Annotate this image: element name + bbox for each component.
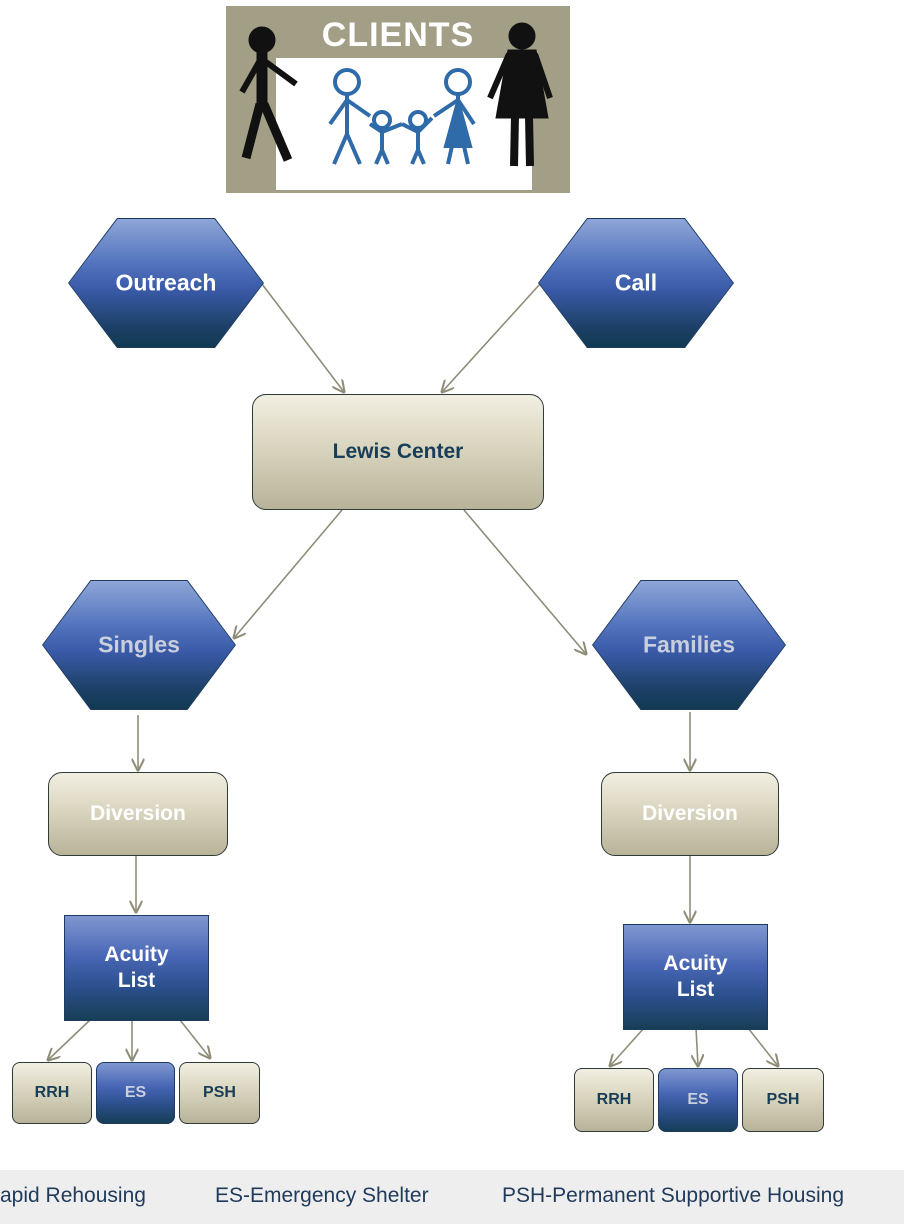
man-figure-icon [239,26,298,162]
outreach-label: Outreach [115,269,217,296]
family-figures-illustration [239,22,553,167]
arrow-acuity-to-psh-right [747,1027,778,1066]
rrh-left-label: RRH [34,1084,70,1101]
lewis-center-label: Lewis Center [332,440,464,463]
legend-psh: PSH-Permanent Supportive Housing [502,1184,845,1207]
arrow-outreach-to-lewis [261,283,344,392]
call-label: Call [614,269,658,296]
es-left-label: ES [124,1084,147,1101]
psh-right-node: PSH [742,1068,824,1132]
arrow-acuity-to-psh-left [179,1019,210,1058]
singles-label: Singles [98,631,180,658]
legend-es: ES-Emergency Shelter [215,1184,429,1207]
psh-left-label: PSH [203,1084,236,1101]
arrow-call-to-lewis [442,283,541,392]
acuity-left-line-2: List [117,969,156,992]
call-node: Call [538,218,734,348]
families-label: Families [642,631,736,658]
blue-family-icon [328,68,476,165]
legend-bar: apid Rehousing ES-Emergency Shelter PSH-… [0,1170,904,1224]
acuity-left-line-1: Acuity [104,943,169,966]
diversion-right-label: Diversion [642,802,738,825]
psh-left-node: PSH [179,1062,260,1124]
arrow-lewis-to-singles [234,509,343,638]
es-right-label: ES [687,1091,709,1108]
clients-title: CLIENTS [321,16,475,54]
arrow-lewis-to-families [463,509,586,654]
es-right-node: ES [658,1068,738,1132]
acuity-right-line-2: List [676,978,715,1001]
clients-banner: CLIENTS [226,6,570,193]
woman-figure-icon [487,22,553,167]
rrh-left-node: RRH [12,1062,92,1124]
arrow-acuity-to-rrh-right [610,1027,645,1066]
es-left-node: ES [96,1062,175,1124]
diversion-left-label: Diversion [90,802,186,825]
acuity-list-right-node: Acuity List [623,924,768,1030]
arrow-acuity-to-rrh-left [48,1019,91,1060]
legend-rrh: apid Rehousing [0,1184,146,1207]
diversion-right-node: Diversion [601,772,779,856]
singles-node: Singles [42,580,236,710]
acuity-right-line-1: Acuity [663,952,728,975]
rrh-right-label: RRH [596,1091,632,1108]
acuity-list-left-node: Acuity List [64,915,209,1021]
psh-right-label: PSH [766,1091,800,1108]
diversion-left-node: Diversion [48,772,228,856]
rrh-right-node: RRH [574,1068,654,1132]
arrow-acuity-to-es-right [696,1027,698,1066]
lewis-center-node: Lewis Center [252,394,544,510]
